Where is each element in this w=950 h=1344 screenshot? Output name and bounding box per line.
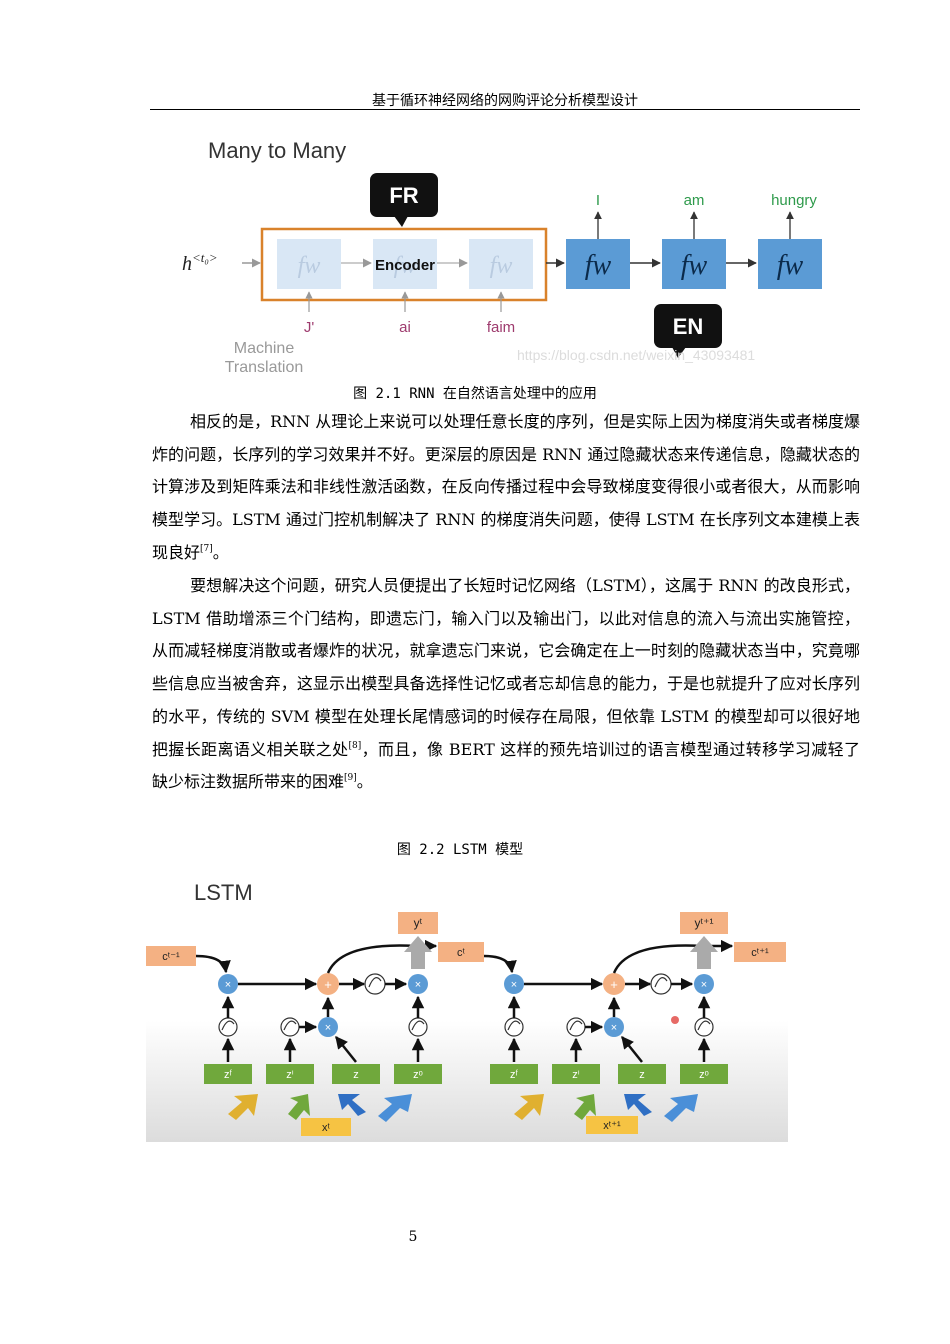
encoder-cell-3: fw bbox=[469, 239, 533, 289]
header-rule bbox=[150, 109, 860, 110]
task-label-line1: Machine bbox=[234, 340, 295, 357]
citation-7: [7] bbox=[200, 543, 213, 554]
svg-text:zⁱ: zⁱ bbox=[572, 1069, 580, 1081]
svg-text:zⁱ: zⁱ bbox=[286, 1069, 294, 1081]
gate-zo bbox=[394, 1064, 442, 1084]
x-in-box bbox=[301, 1118, 351, 1136]
svg-text:fw: fw bbox=[681, 250, 708, 281]
citation-8: [8] bbox=[348, 740, 362, 751]
svg-text:zᵒ: zᵒ bbox=[699, 1069, 709, 1081]
en-speech-bubble: EN bbox=[654, 304, 722, 358]
encoder-box bbox=[260, 227, 548, 302]
gate-zf bbox=[204, 1064, 252, 1084]
svg-text:×: × bbox=[511, 979, 517, 991]
gate-z bbox=[332, 1064, 380, 1084]
lstm-figure: LSTM cᵗ⁻¹ × + cᵗ × yᵗ × bbox=[146, 872, 788, 1142]
input-word-2: ai bbox=[399, 319, 411, 336]
svg-text:yᵗ⁺¹: yᵗ⁺¹ bbox=[695, 916, 714, 930]
initial-state-label: h<t₀> bbox=[182, 250, 218, 275]
watermark: https://blog.csdn.net/weixin_43093481 bbox=[517, 347, 755, 363]
output-multiply bbox=[408, 974, 428, 994]
svg-text:zᶠ: zᶠ bbox=[224, 1069, 233, 1081]
lstm-cell-left: cᵗ⁻¹ × + cᵗ × yᵗ × zᶠ bbox=[146, 912, 484, 1136]
fr-speech-bubble: FR bbox=[370, 173, 438, 227]
encoder-label: Encoder bbox=[375, 257, 435, 274]
decoder-cell-3: fw bbox=[758, 239, 822, 289]
output-word-2: am bbox=[684, 192, 705, 209]
encoder-cell-1: fw bbox=[277, 239, 341, 289]
svg-text:zᵒ: zᵒ bbox=[413, 1069, 423, 1081]
svg-text:fw: fw bbox=[394, 253, 417, 279]
svg-text:xᵗ⁺¹: xᵗ⁺¹ bbox=[603, 1120, 621, 1132]
svg-text:yᵗ: yᵗ bbox=[414, 916, 423, 930]
figure2-caption: 图 2.2 LSTM 模型 bbox=[396, 842, 524, 858]
svg-text:z: z bbox=[639, 1069, 645, 1081]
svg-text:z: z bbox=[353, 1069, 359, 1081]
svg-text:fw: fw bbox=[490, 253, 513, 279]
cell-add bbox=[317, 973, 339, 995]
svg-text:+: + bbox=[610, 977, 618, 992]
running-header: 基于循环神经网络的网购评论分析模型设计 bbox=[372, 93, 638, 109]
lstm-title: LSTM bbox=[194, 880, 253, 905]
svg-text:×: × bbox=[701, 979, 707, 991]
svg-text:xᵗ: xᵗ bbox=[322, 1122, 331, 1134]
input-word-1: J' bbox=[304, 319, 315, 336]
svg-text:EN: EN bbox=[673, 314, 704, 339]
c-out-box bbox=[438, 942, 484, 962]
citation-9: [9] bbox=[344, 773, 357, 784]
encoder-cell-2: fw Encoder bbox=[373, 239, 437, 289]
svg-text:cᵗ⁻¹: cᵗ⁻¹ bbox=[162, 951, 180, 963]
rnn-many-to-many-figure: Many to Many FR h<t₀> fw fw Encoder fw J… bbox=[182, 138, 822, 376]
svg-text:×: × bbox=[325, 1022, 331, 1034]
svg-text:FR: FR bbox=[389, 183, 418, 208]
paragraph-1: 相反的是，RNN 从理论上来说可以处理任意长度的序列，但是实际上因为梯度消失或者… bbox=[152, 412, 860, 562]
svg-text:×: × bbox=[611, 1022, 617, 1034]
task-label-line2: Translation bbox=[225, 359, 304, 376]
svg-text:fw: fw bbox=[298, 253, 321, 279]
c-prev-box bbox=[146, 946, 196, 966]
decoder-cell-1: fw bbox=[566, 239, 630, 289]
input-word-3: faim bbox=[487, 319, 515, 336]
svg-text:fw: fw bbox=[777, 250, 804, 281]
gate-zi bbox=[266, 1064, 314, 1084]
svg-text:+: + bbox=[324, 977, 332, 992]
output-word-3: hungry bbox=[771, 192, 817, 209]
y-out-box bbox=[398, 912, 438, 934]
decoder-cell-2: fw bbox=[662, 239, 726, 289]
figure1-caption: 图 2.1 RNN 在自然语言处理中的应用 bbox=[353, 386, 597, 402]
page-number: 5 bbox=[408, 1229, 418, 1245]
svg-text:cᵗ: cᵗ bbox=[457, 947, 466, 959]
svg-text:×: × bbox=[225, 979, 231, 991]
svg-text:zᶠ: zᶠ bbox=[510, 1069, 519, 1081]
svg-text:cᵗ⁺¹: cᵗ⁺¹ bbox=[751, 947, 769, 959]
lstm-cell-right: × + cᵗ⁺¹ × yᵗ⁺¹ × zᶠ z bbox=[483, 912, 786, 1134]
svg-text:×: × bbox=[415, 979, 421, 991]
figure1-title: Many to Many bbox=[208, 138, 346, 163]
svg-text:fw: fw bbox=[585, 250, 612, 281]
forget-multiply bbox=[218, 974, 238, 994]
output-word-1: I bbox=[596, 192, 600, 209]
paragraph-2: 要想解决这个问题，研究人员便提出了长短时记忆网络（LSTM），这属于 RNN 的… bbox=[152, 576, 860, 792]
input-multiply bbox=[318, 1017, 338, 1037]
